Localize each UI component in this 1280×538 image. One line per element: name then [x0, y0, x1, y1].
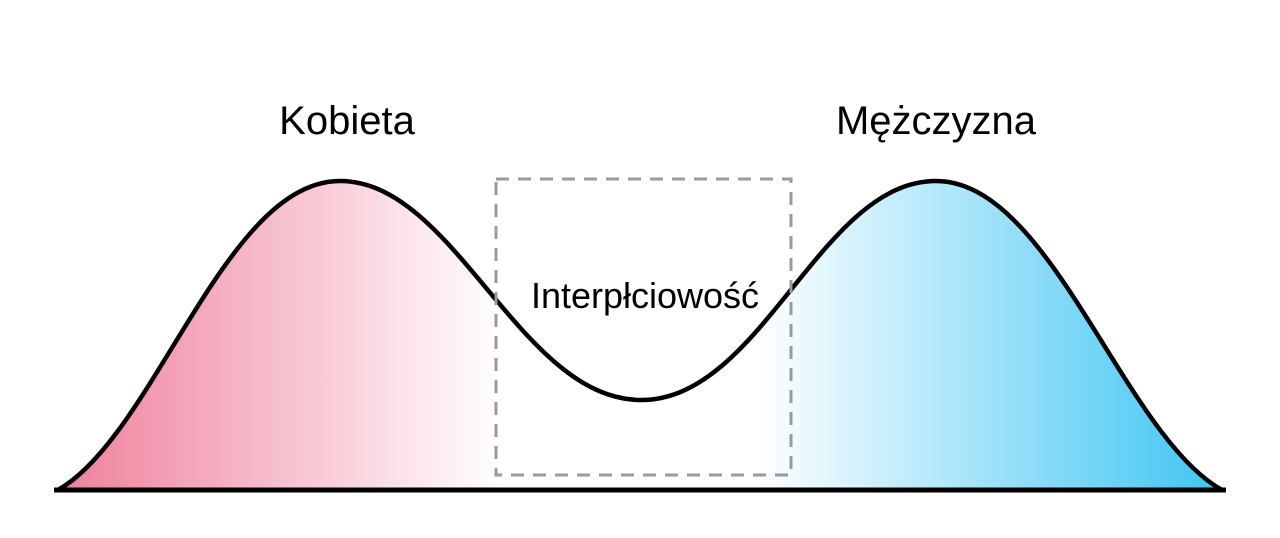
label-female: Kobieta: [279, 99, 415, 143]
label-male: Mężczyzna: [836, 99, 1037, 143]
bimodal-curve-fill: [58, 181, 1222, 490]
label-intersex: Interpłciowość: [531, 275, 759, 316]
bimodal-curve-outline: [55, 178, 1225, 493]
intersex-region-box: [494, 177, 793, 477]
